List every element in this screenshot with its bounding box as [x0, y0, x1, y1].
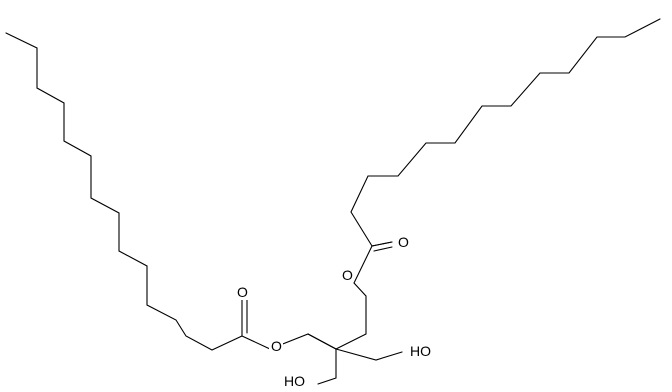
- right-carbonyl-bond-2: [373, 246, 393, 252]
- atom-label-ho: HO: [284, 373, 305, 389]
- atom-label-ho: HO: [410, 343, 431, 359]
- hydroxymethyl-bottom: [317, 348, 337, 385]
- right-carbonyl-bond: [371, 241, 393, 247]
- left-acyl-chain: [5, 32, 243, 351]
- hydroxymethyl-right: [335, 348, 403, 361]
- atom-label-o: O: [398, 234, 409, 250]
- right-acyl-chain: [350, 18, 661, 247]
- quaternary-to-left-ch2: [307, 333, 337, 350]
- atom-label-o: O: [342, 267, 353, 283]
- right-ester-linkage: [353, 241, 393, 335]
- atom-label-o: O: [271, 338, 282, 354]
- quaternary-to-right-ch2: [335, 333, 367, 350]
- atom-label-o: O: [237, 284, 248, 300]
